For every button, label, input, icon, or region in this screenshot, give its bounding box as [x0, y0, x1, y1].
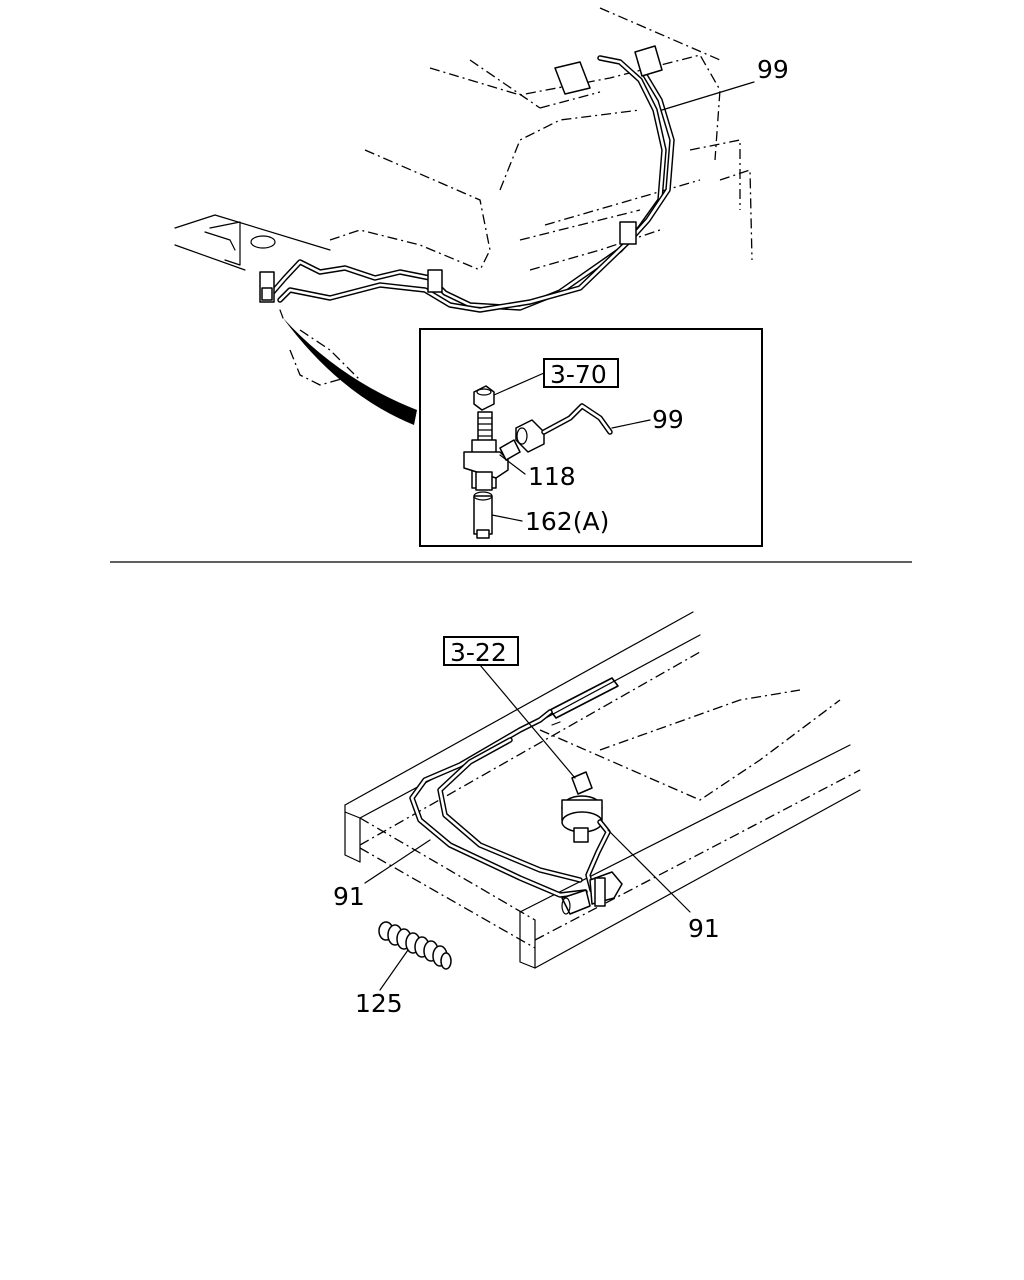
callout-118: 118 [528, 462, 576, 491]
callout-125: 125 [355, 989, 403, 1018]
inset-detail [419, 328, 763, 547]
spring-coil [378, 921, 452, 970]
callout-162a: 162(A) [525, 507, 609, 536]
upper-fuel-tank-assembly [174, 7, 755, 425]
callout-99-top: 99 [757, 55, 789, 84]
lower-frame-assembly [344, 611, 861, 991]
callout-91-left: 91 [333, 882, 365, 911]
callout-99-inset: 99 [652, 405, 684, 434]
callout-ref-3-70: 3-70 [550, 360, 607, 389]
callout-91-right: 91 [688, 914, 720, 943]
callout-ref-3-22: 3-22 [450, 638, 507, 667]
